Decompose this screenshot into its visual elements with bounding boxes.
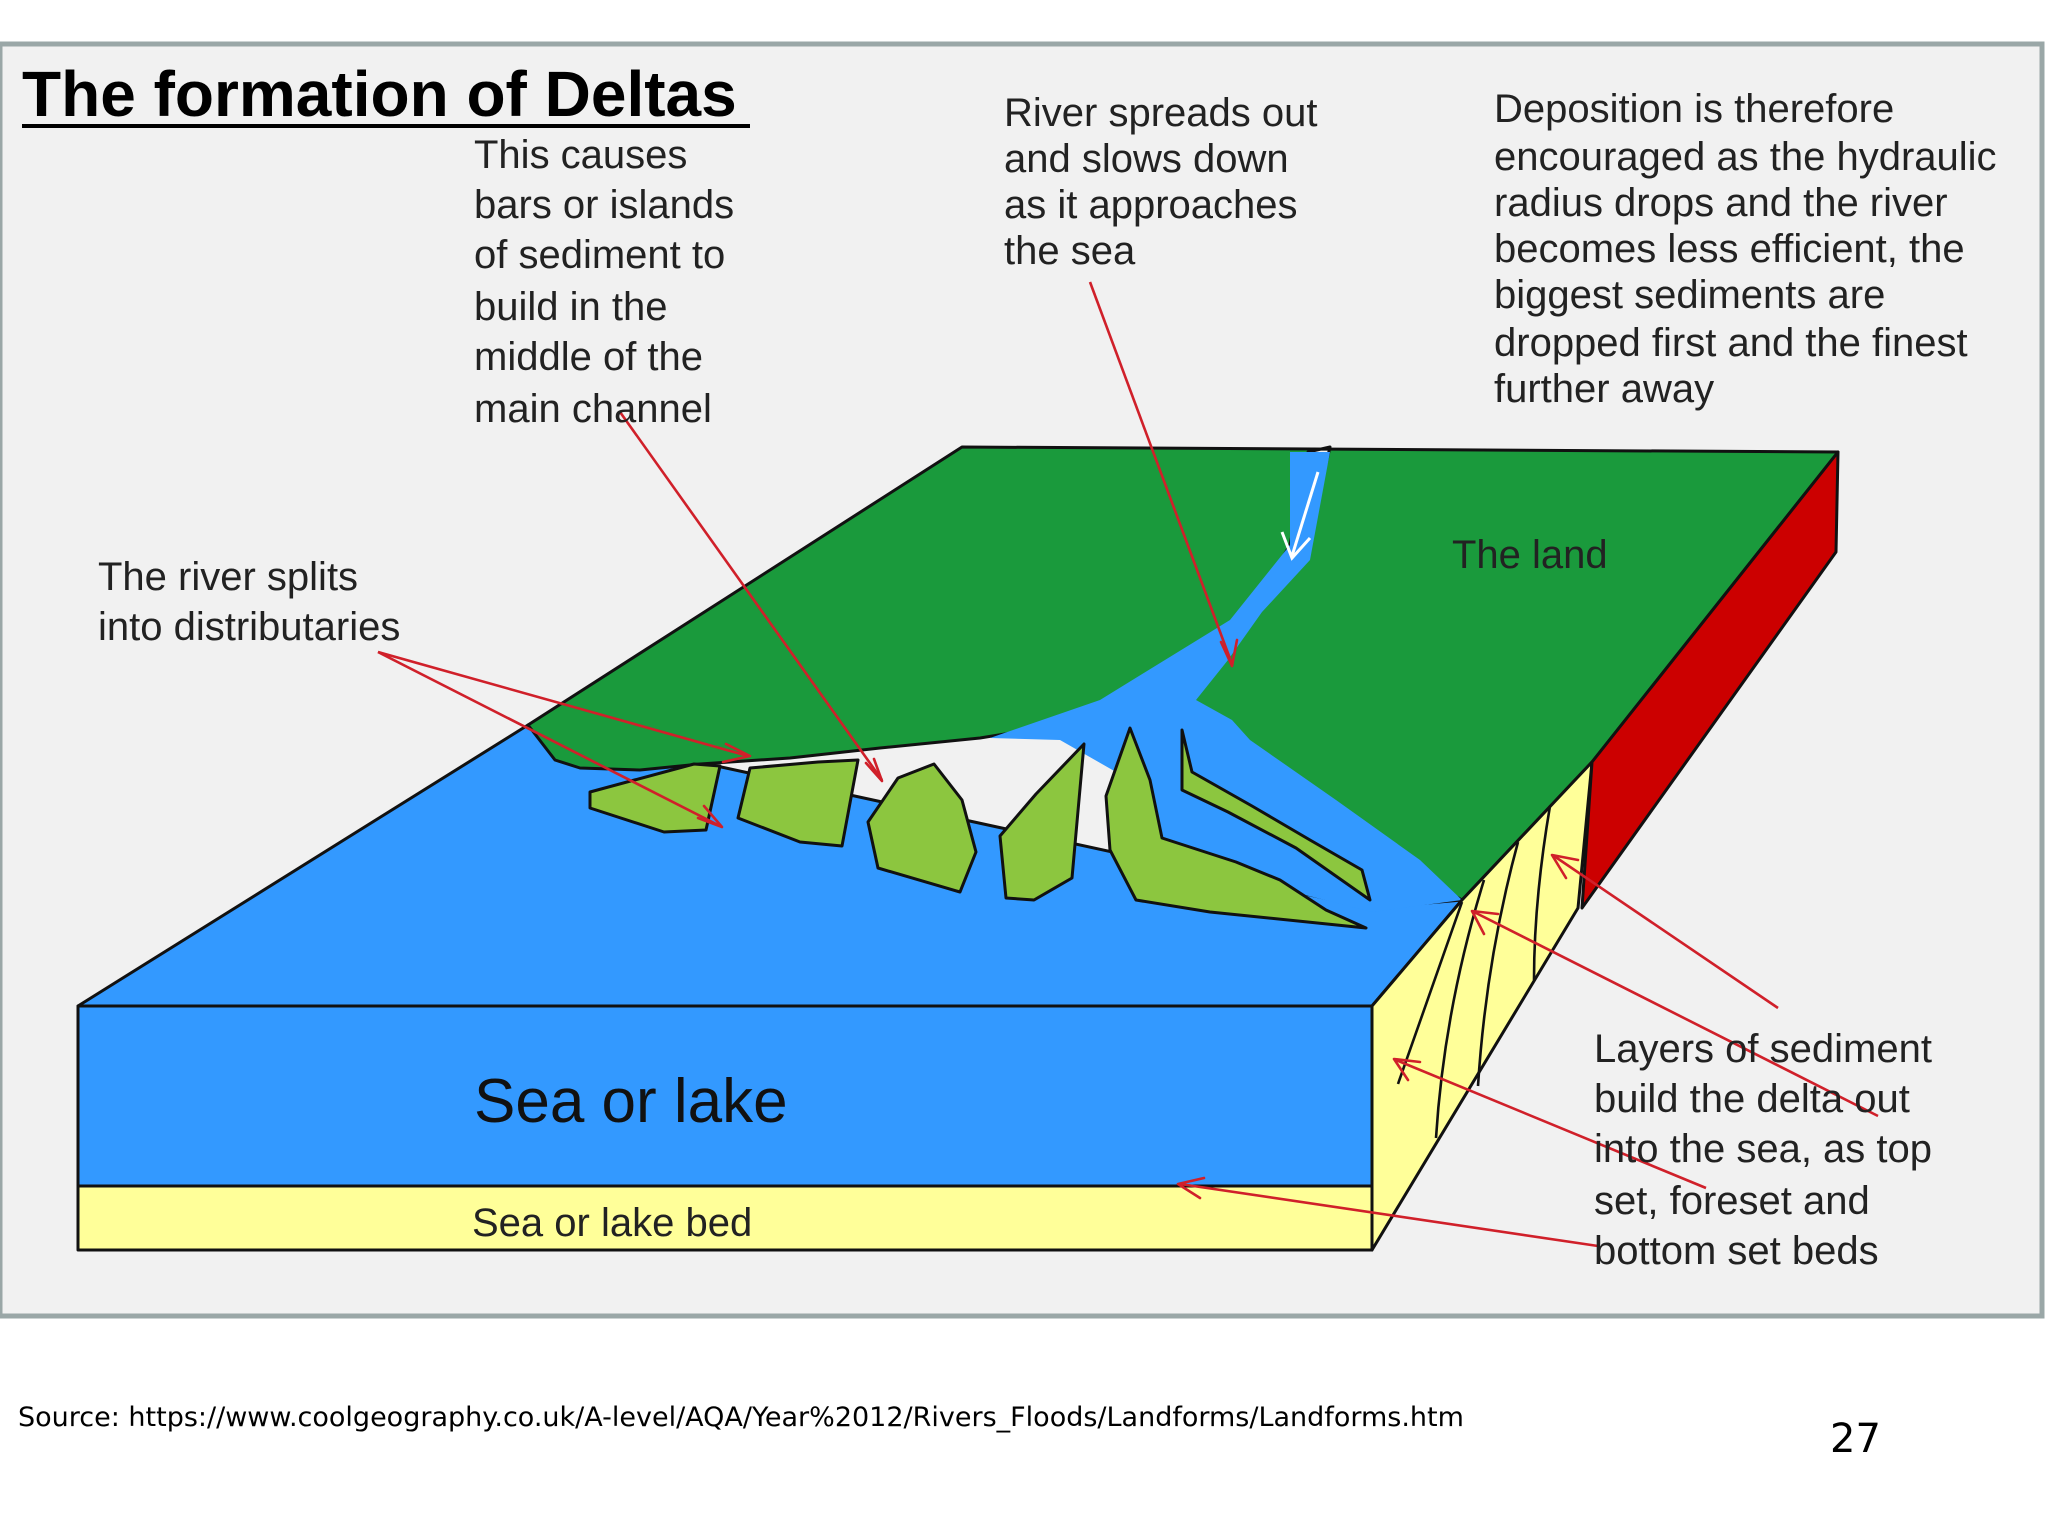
page-number: 27 [1830, 1416, 1881, 1462]
sea-bed-layer [76, 1184, 1374, 1252]
source-citation: Source: https://www.coolgeography.co.uk/… [18, 1402, 1464, 1433]
label-the-land: The land [1452, 533, 1608, 577]
land-cliff-face [1580, 450, 1840, 910]
island-4 [998, 742, 1086, 902]
island-3 [866, 762, 978, 894]
label-sea-or-lake: Sea or lake [474, 1067, 788, 1136]
island-5 [1104, 726, 1368, 930]
sediment-islands [588, 726, 1372, 930]
diagram-title: The formation of Deltas [22, 58, 737, 130]
label-deposition: Deposition is therefore encouraged as th… [1494, 87, 2008, 411]
label-sea-bed: Sea or lake bed [472, 1201, 752, 1245]
annotation-pointers [377, 281, 1879, 1248]
island-6 [1180, 728, 1372, 902]
island-2 [736, 758, 860, 848]
river-channel [990, 452, 1462, 912]
island-1 [588, 762, 722, 834]
block-diagram [76, 445, 1840, 1252]
label-bars-islands: This causes bars or islands of sediment … [474, 133, 745, 431]
label-distributaries: The river splits into distributaries [98, 555, 400, 649]
flow-direction-arrow [1280, 471, 1320, 561]
sea-front-face [76, 1004, 1374, 1188]
sediment-wedge [1370, 760, 1594, 1252]
label-layers-of-sediment: Layers of sediment build the delta out i… [1594, 1027, 1943, 1273]
label-river-spreads: River spreads out and slows down as it a… [1004, 91, 1329, 273]
